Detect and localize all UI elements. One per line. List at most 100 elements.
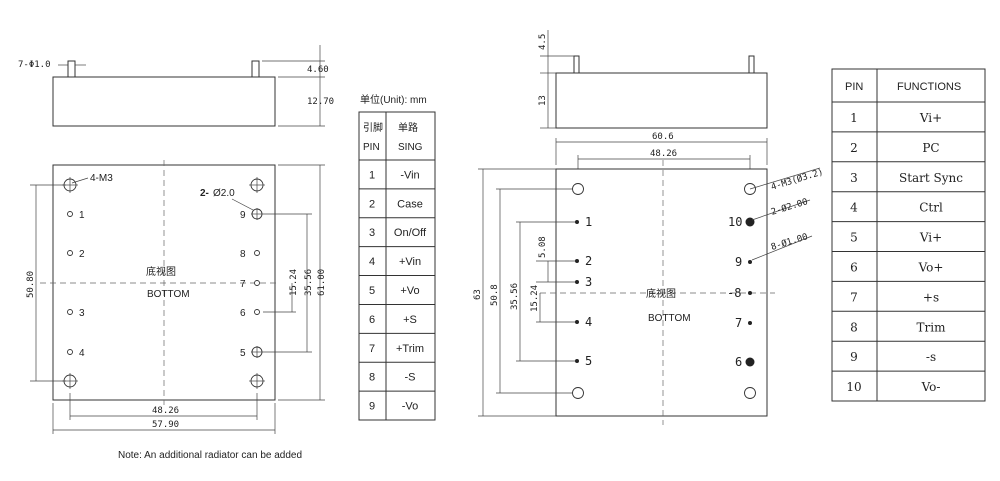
svg-text:9: 9 xyxy=(240,210,246,221)
left-view-label-en: BOTTOM xyxy=(147,289,190,300)
svg-text:1: 1 xyxy=(585,215,592,229)
t2-function: Vi+ xyxy=(919,111,942,125)
right-dim-inner-width: 48.26 xyxy=(650,149,677,159)
t1-function: On/Off xyxy=(394,227,427,239)
leader xyxy=(71,177,89,184)
right-pin-2: 2 xyxy=(575,254,592,268)
left-side-pin-b xyxy=(251,60,260,78)
t1-row: 7 +Trim xyxy=(369,343,424,355)
t2-function: Vo- xyxy=(921,380,941,394)
right-dim-35: 35.56 xyxy=(510,283,520,310)
svg-text:7: 7 xyxy=(240,279,246,290)
t1-pin: 5 xyxy=(369,285,375,297)
right-dim-body-height: 13 xyxy=(538,95,548,106)
t2-function: Vo+ xyxy=(918,260,944,274)
t2-function: Start Sync xyxy=(899,171,963,185)
right-dim-50: 50.8 xyxy=(490,284,500,306)
t1-row: 6 +S xyxy=(369,314,417,326)
t1-function: Case xyxy=(397,198,423,210)
t2-function: Ctrl xyxy=(919,201,943,215)
left-dim-pin-height: 4.60 xyxy=(307,65,329,75)
t1-pin: 8 xyxy=(369,372,375,384)
t1-function: +Vo xyxy=(400,285,419,297)
right-pin-note-a: 2-Ø2.00 xyxy=(770,196,809,218)
left-hole-note: Ø2.0 xyxy=(213,188,235,199)
t1-pin: 7 xyxy=(369,343,375,355)
leader xyxy=(749,167,821,190)
t2-row: 4 Ctrl xyxy=(850,201,943,215)
right-bottom-body xyxy=(555,168,768,417)
t2-head-functions: FUNCTIONS xyxy=(897,81,961,93)
svg-text:4: 4 xyxy=(79,348,85,359)
t1-pin: 6 xyxy=(369,314,375,326)
t2-function: -s xyxy=(926,350,936,364)
t1-pin: 1 xyxy=(369,169,375,181)
t2-head-pin: PIN xyxy=(845,81,863,93)
t2-pin: 9 xyxy=(850,350,858,364)
left-dim-15: 15.24 xyxy=(289,269,299,296)
t2-pin: 3 xyxy=(850,171,858,185)
t1-function: -Vo xyxy=(402,401,419,413)
left-pin-5: 5 xyxy=(240,346,263,359)
t2-pin: 5 xyxy=(850,231,858,245)
t1-function: -S xyxy=(405,372,416,384)
left-pin-9: 9 xyxy=(240,208,263,221)
left-pin-7: 7 xyxy=(240,279,260,290)
left-dim-35: 35.56 xyxy=(304,269,314,296)
right-mount-hole-br xyxy=(744,387,756,399)
left-pin-6: 6 xyxy=(240,308,260,319)
t1-pin: 4 xyxy=(369,256,375,268)
t1-row: 8 -S xyxy=(369,372,416,384)
left-pin-2: 2 xyxy=(67,249,85,260)
t2-pin: 2 xyxy=(850,141,858,155)
t1-pin: 2 xyxy=(369,198,375,210)
svg-text:8: 8 xyxy=(240,249,246,260)
svg-text:7: 7 xyxy=(735,316,742,330)
right-dim-5: 5.08 xyxy=(538,236,548,258)
left-pin-4: 4 xyxy=(67,348,85,359)
right-drawing: 4.5 13 60.6 48.26 1 2 3 4 5 10 9 -8 7 6 … xyxy=(473,30,825,425)
right-pin-3: 3 xyxy=(575,275,592,289)
left-pin-dia-note: 7-Φ1.0 xyxy=(18,60,51,70)
t1-function: +Trim xyxy=(396,343,424,355)
leader xyxy=(231,198,258,213)
t2-function: PC xyxy=(922,141,939,155)
left-side-body xyxy=(52,76,276,127)
right-side-pin-a xyxy=(573,55,580,74)
t1-function: +S xyxy=(403,314,417,326)
right-pin-note-b: 8-Ø1.00 xyxy=(770,231,809,253)
left-dim-61: 61.00 xyxy=(317,269,327,296)
leader xyxy=(751,199,811,221)
right-mount-note: 4-M3(Ø3.2) xyxy=(770,167,825,193)
t2-function: +s xyxy=(923,290,939,304)
left-mount-hole-tr xyxy=(249,177,265,193)
right-mount-hole-tl xyxy=(572,183,584,195)
left-pin-8: 8 xyxy=(240,249,260,260)
svg-text:2: 2 xyxy=(585,254,592,268)
t1-head-en-sing: SING xyxy=(398,142,423,153)
svg-text:6: 6 xyxy=(735,355,742,369)
t1-pin: 9 xyxy=(369,401,375,413)
t2-pin: 4 xyxy=(850,201,858,215)
svg-text:-8: -8 xyxy=(727,286,741,300)
left-drawing: 7-Φ1.0 4.60 12.70 4-M3 2- Ø2.0 1 2 3 4 9… xyxy=(18,45,334,461)
left-dim-body-height: 12.70 xyxy=(307,97,334,107)
t1-row: 4 +Vin xyxy=(369,256,421,268)
left-mount-note: 4-M3 xyxy=(90,173,113,184)
right-mount-hole-bl xyxy=(572,387,584,399)
left-hole-note-prefix: 2- xyxy=(200,188,209,199)
t1-function: +Vin xyxy=(399,256,421,268)
t1-head-cn-pin: 引脚 xyxy=(363,121,383,134)
t2-row: 3 Start Sync xyxy=(850,171,963,185)
right-pin-6: 6 xyxy=(735,355,755,369)
t1-function: -Vin xyxy=(400,169,419,181)
right-pin-8: -8 xyxy=(727,286,752,300)
right-pin-1: 1 xyxy=(575,215,592,229)
right-dim-15: 15.24 xyxy=(530,285,540,312)
